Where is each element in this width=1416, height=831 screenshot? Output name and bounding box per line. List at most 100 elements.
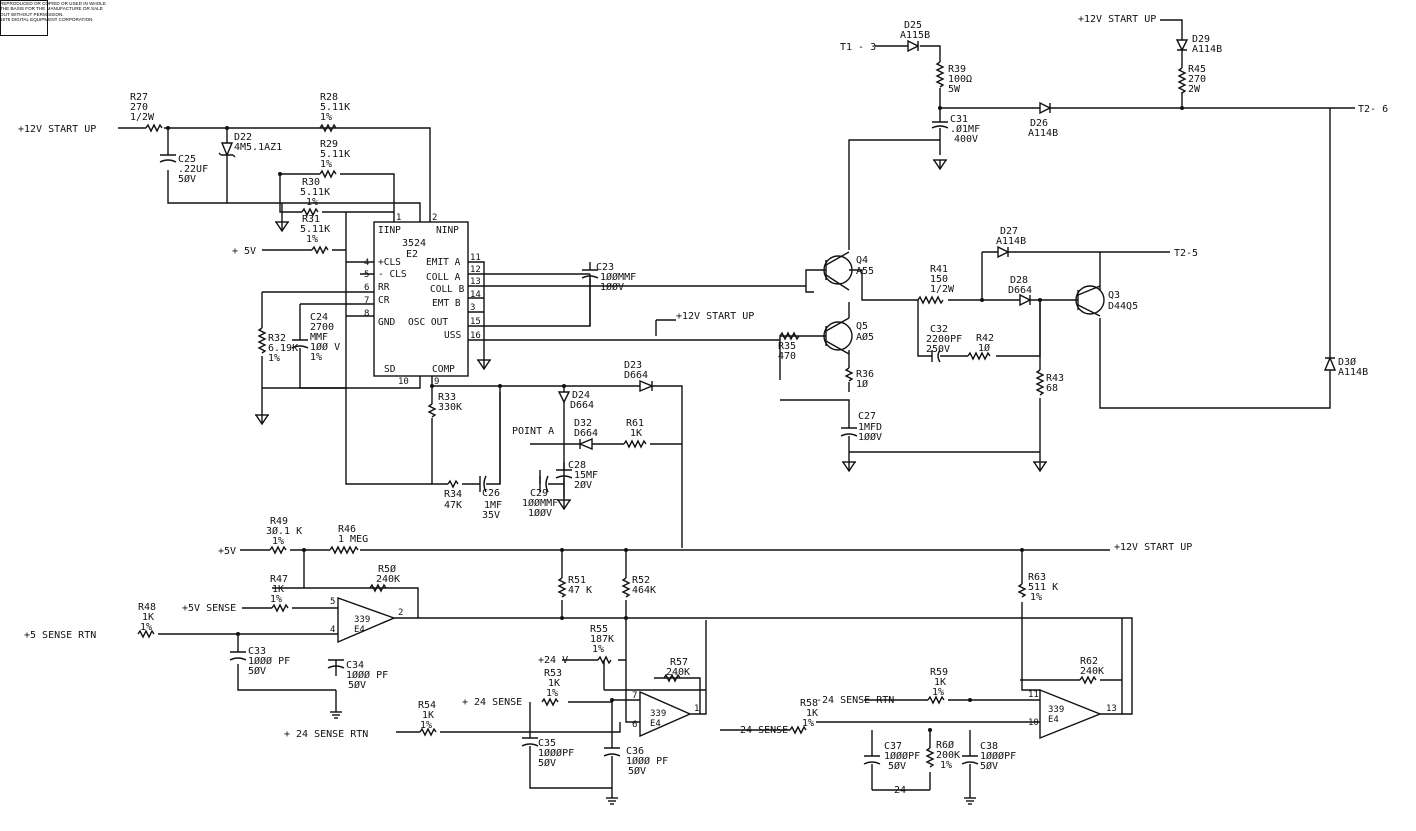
d25-body [907,39,920,53]
r33-body [427,403,437,418]
r29-body [319,169,337,179]
pin-label: USS [444,330,461,341]
component-value: 5ØV [178,173,196,185]
comparator-ref: 339 [1048,705,1064,715]
pin-number: 2 [432,213,437,223]
transistor-labels: Q4 A55 Q5 AØ5 Q3 D44Q5 [856,255,1138,343]
component-ref: R47 [270,574,288,585]
r41-body [917,295,944,305]
component-value: 5.11K [320,102,350,113]
component-value: 5.11K [320,149,350,160]
component-value: 2700 [310,322,334,333]
component-value: 1% [802,718,814,729]
component-ref: C33 [248,646,266,657]
pin-label: SD [384,364,396,375]
component-value: 2W [1188,84,1201,95]
component-value: 250V [926,344,950,355]
net-label: + 24 SENSE [462,697,522,708]
net-label: +24 V [538,655,568,666]
comparator-1-body [337,597,396,644]
component-value: 464K [632,585,656,596]
component-value: 1% [270,594,282,605]
pin-number: 4 [330,625,335,635]
component-value: 1% [310,352,322,363]
pin-number: 11 [470,253,481,263]
pin-label: EMIT A [426,257,461,268]
component-value: 470 [778,351,796,362]
pin-label: OSC OUT [408,317,448,328]
component-value: 15MF [574,470,598,481]
r47-body [271,603,289,613]
component-value: A114B [996,236,1026,247]
junction-dots [166,106,1184,732]
component-value: A115B [900,30,930,41]
diodes [218,39,1337,451]
component-ref: D24 [572,390,590,401]
ground-symbol [254,414,270,425]
component-value: 1% [932,687,944,698]
d24-body [557,391,571,404]
component-ref: R51 [568,575,586,586]
component-value: 1ØØ V [310,341,340,353]
net-label: - 24 SENSE [728,725,788,736]
d29-body [1175,39,1189,52]
net-label: +5 SENSE RTN [24,630,96,641]
pin-number: 10 [1028,718,1039,728]
component-ref: R31 [302,214,320,225]
r58-body [789,725,807,735]
component-ref: R52 [632,575,650,586]
c23-body [581,269,599,279]
pin-label: GND [378,317,395,328]
component-value: 5ØV [248,665,266,677]
component-ref: R49 [270,516,288,527]
component-ref: C34 [346,660,364,671]
net-label: +12V START UP [18,124,96,135]
component-value: 150 [930,274,948,285]
component-value: 5ØV [628,765,646,777]
comparator-3-body [1039,688,1102,740]
component-ref: C29 [530,488,548,499]
component-ref: R6Ø [936,739,954,751]
component-value: 1% [320,159,332,170]
net-label: + 5V [232,246,256,257]
component-ref: C26 [482,488,500,499]
q4-part: A55 [856,266,874,277]
net-label: -24 SENSE RTN [816,695,894,706]
r32-body [257,327,267,354]
component-value: 5ØV [980,760,998,772]
component-value: 1% [140,622,152,633]
r48-body [137,629,155,639]
component-value: 1% [306,197,318,208]
component-value: D664 [1008,285,1032,296]
component-value: 68 [1046,383,1058,394]
component-value: 100Ω [948,74,972,85]
r43-body [1035,369,1045,396]
q5-part: AØ5 [856,331,874,343]
d23-body [639,379,654,393]
net-label: + 24 SENSE RTN [284,729,368,740]
r62-body [1079,675,1097,685]
pin-label: COMP [432,364,455,375]
component-value: 1K [934,677,946,688]
component-ref: R32 [268,333,286,344]
r45-body [1177,67,1187,94]
r31-body [311,245,329,255]
c28-body [555,469,573,479]
net-label: T1 - 3 [840,42,876,53]
component-value: 1ØØV [528,507,552,519]
component-value: 1 MEG [338,534,368,545]
component-value: D664 [570,400,594,411]
component-ref: R35 [778,341,796,352]
r55-body [597,655,612,665]
component-ref: R39 [948,64,966,75]
component-value: 1% [320,112,332,123]
net-label: +12V START UP [676,311,754,322]
component-ref: C24 [310,312,328,323]
pin-label: +CLS [378,257,401,268]
component-value: 3Ø.1 K [266,525,302,537]
ic-ref: 3524 [402,238,426,249]
component-ref: R62 [1080,656,1098,667]
pin-number: 5 [364,270,369,280]
q4-body [823,251,853,291]
